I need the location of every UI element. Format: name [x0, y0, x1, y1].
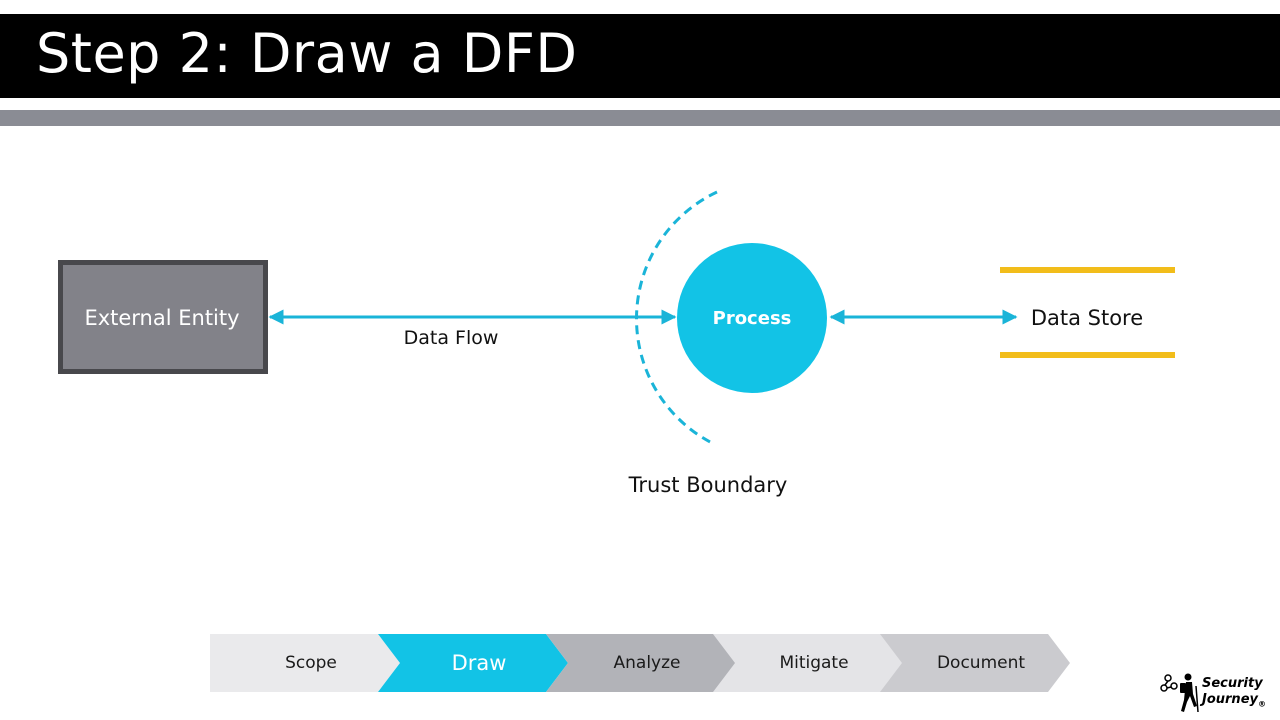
step-draw-label: Draw [451, 651, 507, 675]
security-journey-logo: Security Journey® [1160, 672, 1270, 714]
trust-boundary-arc [635, 190, 718, 446]
title-bar: Step 2: Draw a DFD [0, 14, 1280, 98]
step-document-label: Document [936, 653, 1026, 673]
hiker-icon [1160, 673, 1199, 713]
step-draw: Draw [378, 634, 568, 692]
logo-line1: Security [1202, 676, 1263, 691]
process-circle [677, 243, 827, 393]
slide-title: Step 2: Draw a DFD [36, 22, 578, 85]
external-entity-box [58, 260, 268, 374]
step-document: Document [880, 634, 1070, 692]
data-flow-label: Data Flow [404, 327, 499, 349]
step-analyze-label: Analyze [613, 653, 681, 673]
step-analyze: Analyze [546, 634, 736, 692]
logo-line2-wrap: Journey® [1202, 692, 1266, 713]
step-scope-label: Scope [285, 653, 337, 673]
process-label: Process [713, 308, 792, 329]
logo-line2: Journey [1202, 692, 1258, 707]
step-mitigate: Mitigate [713, 634, 903, 692]
step-mitigate-label: Mitigate [779, 653, 849, 673]
accent-bar [0, 110, 1280, 126]
logo-registered-mark: ® [1257, 699, 1266, 709]
trust-boundary-label: Trust Boundary [628, 473, 788, 497]
step-scope: Scope [210, 634, 400, 692]
data-store-label: Data Store [1031, 306, 1143, 330]
external-entity-label: External Entity [84, 306, 239, 330]
process-steps: Scope Draw Analyze Mitigate Document [210, 634, 1070, 692]
logo-wordmark: Security Journey® [1202, 676, 1266, 713]
